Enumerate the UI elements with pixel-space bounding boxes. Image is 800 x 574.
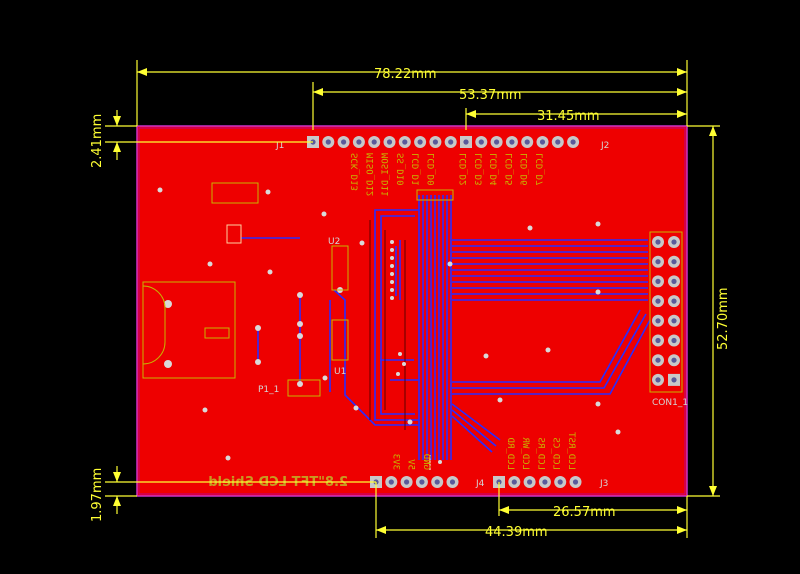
pad-hole [325, 139, 331, 145]
pad-hole [671, 357, 677, 363]
pad-hole [341, 139, 347, 145]
pin-labels: LCD_D0 LCD_D1 SS_D10 MOSI_D11 MISO_D12 SCK_D1… [351, 153, 577, 470]
pad-hole [463, 139, 469, 145]
pad-hole [655, 259, 661, 265]
pad-hole [671, 377, 677, 383]
dim-j3-offset: 26.57mm [553, 505, 616, 520]
dimension-arrows [113, 68, 717, 534]
header-j3 [493, 476, 582, 488]
pin-label-j4: GND [421, 454, 431, 470]
pad-hole [449, 479, 456, 485]
pin-label-j2: LCD_D2 [459, 153, 469, 186]
pad-hole [570, 139, 576, 145]
pad-hole [371, 139, 377, 145]
pad-hole [524, 139, 530, 145]
label-j3: J3 [599, 479, 608, 489]
pin-label-j3: LCD_RD [505, 437, 515, 470]
pad-hole [494, 139, 500, 145]
pad-hole [432, 139, 438, 145]
pad-hole [388, 479, 394, 485]
fill-dark-lines [369, 220, 406, 430]
pad-hole [539, 139, 546, 145]
pad-hole [655, 318, 661, 324]
pad-hole [527, 479, 533, 485]
pad-hole [448, 139, 454, 145]
pad-hole [511, 479, 517, 485]
pad-hole [386, 139, 393, 145]
pin-label-j1: SCK_D13 [351, 153, 361, 191]
pin-label-j4: 5V [406, 459, 416, 470]
pin-label-j2: LCD_D6 [520, 153, 530, 186]
pad-hole [655, 357, 661, 363]
pin-label-j2: LCD_D3 [474, 153, 484, 186]
dim-j2-offset: 31.45mm [537, 109, 600, 124]
header-con1 [652, 236, 680, 386]
pad-hole [478, 139, 484, 145]
pad-hole [655, 278, 661, 284]
pin-label-j2: LCD_D5 [505, 153, 515, 186]
pin-label-j3: LCD_CS [551, 437, 561, 470]
pad-hole [655, 337, 661, 344]
label-j4: J4 [475, 479, 485, 489]
dim-top-margin: 2.41mm [90, 114, 105, 168]
headers [307, 136, 680, 488]
pad-hole [419, 479, 425, 485]
pad-hole [509, 139, 515, 145]
pad-hole [404, 479, 410, 485]
pin-label-j1: LCD_D0 [427, 153, 437, 186]
pad-hole [417, 139, 423, 145]
pin-label-j1: SS_D10 [396, 153, 406, 186]
pin-label-j2: LCD_D7 [536, 153, 546, 186]
label-j2: J2 [600, 141, 609, 151]
dim-board-height: 52.70mm [716, 287, 731, 350]
label-con1: CON1_1 [652, 398, 688, 408]
pad-hole [572, 479, 579, 485]
vias [157, 187, 621, 464]
pad-hole [555, 139, 561, 145]
pad-hole [671, 259, 677, 265]
pad-hole [542, 479, 548, 485]
pin-label-j3: LCD_RS [535, 437, 545, 470]
pad-hole [671, 278, 677, 284]
label-j1: J1 [275, 141, 284, 151]
header-j2 [460, 136, 580, 148]
label-u2: U2 [328, 237, 340, 247]
pad-hole [402, 139, 408, 145]
pcb-inner-outline [138, 127, 686, 495]
pad-hole [655, 298, 661, 304]
pad-hole [655, 377, 661, 383]
header-j4 [370, 476, 459, 488]
pin-label-j1: MOSI_D11 [381, 153, 391, 196]
bottom-layer-traces [234, 195, 651, 460]
pad-hole [671, 337, 677, 344]
label-pt1: P1_1 [258, 385, 279, 395]
pin-label-j3: LCD_RST [566, 431, 576, 470]
pad-hole [655, 239, 661, 245]
pad-hole [434, 479, 440, 485]
pad-hole [557, 479, 563, 485]
pin-label-j3: LCD_WR [520, 437, 530, 470]
silkscreen-outlines [142, 182, 683, 470]
pad-hole [671, 298, 677, 304]
dim-board-width: 78.22mm [374, 67, 437, 82]
pad-hole [356, 139, 362, 145]
dim-bottom-margin: 1.97mm [90, 468, 105, 522]
pin-label-j2: LCD_D4 [490, 153, 500, 186]
dim-j4-offset: 44.39mm [485, 525, 548, 540]
pcb-board-outline [136, 125, 688, 497]
pin-label-j1: LCD_D1 [412, 153, 422, 186]
dim-j1-offset: 53.37mm [459, 88, 522, 103]
pin-label-j1: MISO_D12 [366, 153, 376, 196]
header-j1 [307, 136, 457, 148]
pad-hole [671, 239, 677, 245]
pin-label-j4: 3V3 [390, 454, 400, 470]
pad-hole [671, 318, 677, 324]
label-u1: U1 [334, 367, 346, 377]
